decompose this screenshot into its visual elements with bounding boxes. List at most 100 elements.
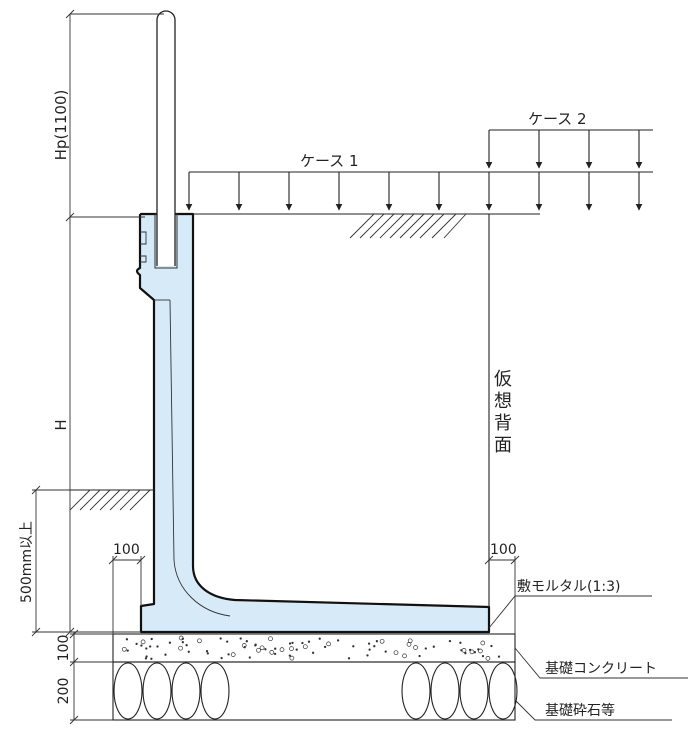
aggregate-dot xyxy=(461,648,467,653)
aggregate-dot xyxy=(460,649,463,652)
aggregate-dot xyxy=(150,637,153,641)
aggregate-dot xyxy=(473,651,477,654)
load-case-2: ケース 2 xyxy=(485,110,653,169)
aggregate-dot xyxy=(318,637,321,640)
case1-label: ケース 1 xyxy=(300,152,359,170)
dim100-label: 100 xyxy=(56,635,72,662)
aggregate-dot xyxy=(485,656,491,661)
aggregate-dot xyxy=(347,657,351,660)
aggregate-dot xyxy=(254,643,257,646)
callout-crushed-stone: 基礎砕石等 xyxy=(514,699,672,721)
aggregate-dot xyxy=(368,648,371,651)
aggregate-dot xyxy=(384,650,387,653)
aggregate-dot xyxy=(268,636,273,642)
aggregate-dot xyxy=(448,639,452,643)
aggregate-dot xyxy=(288,654,291,657)
aggregate-dot xyxy=(135,642,138,646)
aggregate-dot xyxy=(478,648,483,654)
aggregate-dot xyxy=(125,638,129,641)
aggregate-dot xyxy=(248,656,251,659)
base-concrete-label: 基礎コンクリート xyxy=(545,660,657,677)
aggregate-dot xyxy=(480,640,486,646)
aggregate-dot xyxy=(497,655,501,658)
aggregate-dot xyxy=(197,638,202,644)
aggregate-dot xyxy=(352,645,355,648)
aggregate-dot xyxy=(291,641,294,645)
crushed-stone-ovals xyxy=(113,662,518,720)
ground-hatching-top xyxy=(349,213,467,239)
aggregate-dot xyxy=(274,647,277,650)
aggregate-dot xyxy=(178,635,184,641)
virtual-back-char-2: 想 xyxy=(494,391,512,412)
crushed-stone-layer xyxy=(112,661,518,721)
aggregate-dot xyxy=(245,640,248,643)
base-concrete-layer xyxy=(112,633,516,663)
ground-surface-front xyxy=(69,489,154,511)
dimension-left-100 xyxy=(108,555,146,634)
right-100-label: 100 xyxy=(490,542,517,558)
aggregate-dot xyxy=(181,641,184,644)
dim200-label: 200 xyxy=(56,678,72,705)
aggregate-dot xyxy=(373,645,376,648)
aggregate-dot xyxy=(126,649,129,652)
aggregate-dot xyxy=(178,645,183,651)
aggregate-dot xyxy=(468,648,472,652)
aggregate-dot xyxy=(406,642,412,647)
aggregate-dot xyxy=(307,640,311,643)
aggregate-dot xyxy=(264,648,267,651)
aggregate-dot xyxy=(413,645,418,650)
aggregate-dot xyxy=(168,641,172,644)
callout-base-concrete: 基礎コンクリート xyxy=(514,647,688,679)
aggregate-dot xyxy=(145,655,148,658)
handrail-post xyxy=(156,10,176,266)
aggregate-dot xyxy=(149,645,152,648)
min500-label: 500mm以上 xyxy=(19,521,35,603)
aggregate-dot xyxy=(145,647,148,650)
aggregate-dot xyxy=(326,641,331,647)
h-dimension-label: H xyxy=(52,419,70,430)
left-100-label: 100 xyxy=(113,542,140,558)
dimension-right-100 xyxy=(484,555,520,634)
ground-hatching-front xyxy=(69,489,151,511)
aggregate-dot xyxy=(288,642,292,645)
callout-mortar: 敷モルタル(1:3) xyxy=(488,579,652,629)
l-shaped-retaining-wall xyxy=(135,212,491,634)
aggregate-dot xyxy=(164,653,167,656)
aggregate-dot xyxy=(206,652,209,655)
aggregate-dot xyxy=(481,654,485,658)
aggregate-dot xyxy=(269,650,275,655)
case2-arrows xyxy=(485,130,643,169)
case1-arrows xyxy=(185,172,643,211)
case2-label: ケース 2 xyxy=(528,110,587,128)
aggregate-dot xyxy=(311,651,315,654)
dimension-500 xyxy=(31,485,70,637)
virtual-back-char-4: 面 xyxy=(494,435,512,456)
aggregate-dot xyxy=(424,647,427,650)
aggregate-dot xyxy=(144,657,148,660)
aggregate-dot xyxy=(121,646,127,652)
hp-dimension-label: Hp(1100) xyxy=(52,90,70,161)
aggregate-dot xyxy=(459,641,462,644)
dimension-foundation xyxy=(69,629,113,725)
aggregate-dot xyxy=(230,652,236,657)
aggregate-dot xyxy=(366,654,369,657)
aggregate-dot xyxy=(150,657,153,660)
aggregate-dot xyxy=(273,652,277,656)
aggregate-dot xyxy=(140,644,143,647)
aggregate-dot xyxy=(379,638,385,644)
aggregate-dot xyxy=(256,647,261,653)
aggregate-dot xyxy=(289,655,295,661)
load-case-1: ケース 1 xyxy=(185,152,653,211)
aggregate-dot xyxy=(219,637,222,640)
aggregate-dot xyxy=(140,639,146,645)
mortar-label: 敷モルタル(1:3) xyxy=(517,579,620,595)
wall-inner-outline xyxy=(169,299,231,617)
aggregate-dot xyxy=(302,644,308,650)
aggregate-dot xyxy=(205,650,209,653)
concrete-aggregate-dots xyxy=(121,635,501,661)
aggregate-dot xyxy=(226,640,229,643)
aggregate-dot xyxy=(295,648,298,651)
aggregate-dot xyxy=(289,646,294,651)
aggregate-dot xyxy=(156,645,159,648)
